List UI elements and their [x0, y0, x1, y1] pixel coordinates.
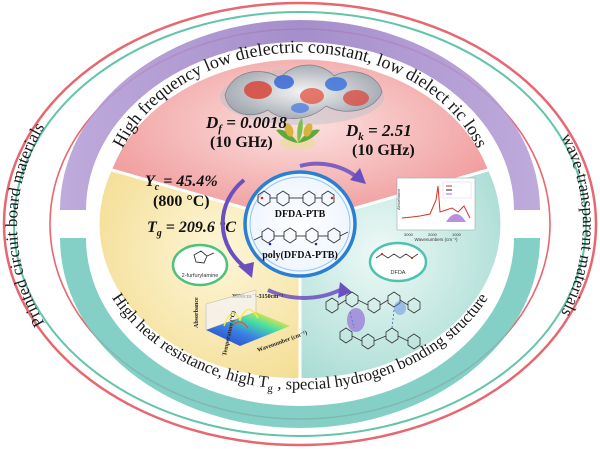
yc-temperature: (800 °C) — [153, 193, 210, 210]
dfda-badge: DFDA — [368, 241, 428, 283]
ftir-map-header: 3600cm⁻¹-3150cm⁻¹ — [232, 294, 283, 300]
inner-teal-ring — [13, 11, 587, 437]
hbond-highlight-2 — [394, 301, 406, 315]
top-purple-band — [60, 20, 540, 210]
tg-value: Tg = 209.6 °C — [147, 219, 236, 239]
center-structure-panel: DFDA-PTB poly(DFDA-PTB) — [243, 170, 357, 278]
spectrum-ylabel: Absorbance — [396, 188, 401, 210]
electrostatic-surface-image — [220, 64, 384, 125]
spectrum-tick-1: 2000 — [428, 232, 438, 237]
yc-value: Yc = 45.4% — [145, 173, 218, 193]
dk-value: Dk = 2.51 — [345, 121, 412, 143]
hbond-highlight — [347, 308, 365, 332]
spectrum-xlabel: Wavenumbers (cm⁻¹) — [415, 237, 458, 242]
polymer-label: poly(DFDA-PTB) — [262, 250, 338, 261]
bottom-teal-band — [60, 238, 540, 428]
spectrum-tick-0: 3000 — [404, 232, 414, 237]
cycle-arrows — [220, 161, 366, 300]
ftir-spectrum-inset: Absorbance 3000 2000 1000 Wavenumbers (c… — [396, 177, 476, 242]
df-value: Df = 0.0018 — [205, 113, 287, 135]
monomer-label: DFDA-PTB — [275, 209, 326, 220]
hydrogen-bonding-structure — [325, 291, 421, 350]
df-frequency: (10 GHz) — [210, 134, 273, 151]
ftir-map-ylabel: Absorbance — [194, 297, 200, 328]
furfurylamine-label: 2-furfurylamine — [182, 273, 219, 279]
dk-frequency: (10 GHz) — [352, 142, 415, 159]
plant-icon — [276, 118, 320, 150]
spectrum-tick-2: 1000 — [452, 232, 462, 237]
dfda-label: DFDA — [391, 270, 406, 276]
furfurylamine-badge: 2-furfurylamine — [171, 243, 229, 287]
